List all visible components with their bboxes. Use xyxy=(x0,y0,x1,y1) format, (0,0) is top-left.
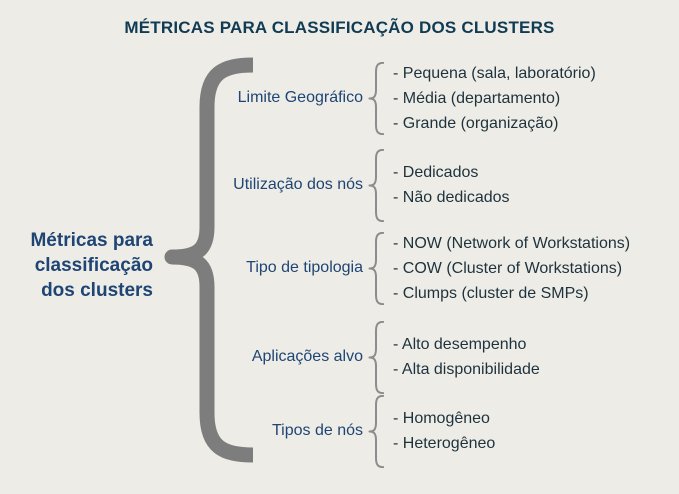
category-row-aplicacoes-alvo: Aplicações alvo - Alto desempenho - Alta… xyxy=(200,318,670,396)
item-text: - Não dedicados xyxy=(393,189,510,206)
item-text: - Alta disponibilidade xyxy=(393,361,540,378)
category-label: Tipo de tipologia xyxy=(246,259,363,276)
category-items: - NOW (Network of Workstations) - COW (C… xyxy=(393,231,630,306)
category-row-utilizacao-dos-nos: Utilização dos nós - Dedicados - Não ded… xyxy=(200,146,670,224)
item-text: - COW (Cluster of Workstations) xyxy=(393,259,623,277)
small-left-curly-brace-icon xyxy=(368,321,388,394)
category-items: - Alto desempenho - Alta disponibilidade xyxy=(393,332,540,382)
item-text: - Grande (organização) xyxy=(393,114,559,132)
big-left-curly-brace-icon xyxy=(164,57,254,463)
root-node-label: Métricas para classificação dos clusters xyxy=(0,228,153,303)
small-left-curly-brace-icon xyxy=(368,62,388,135)
diagram-title: MÉTRICAS PARA CLASSIFICAÇÃO DOS CLUSTERS xyxy=(124,18,555,37)
category-items: - Homogêneo - Heterogêneo xyxy=(393,406,495,456)
item-text: - Homogêneo xyxy=(393,410,490,427)
root-label-line-1: Métricas para xyxy=(30,230,153,251)
item-text: - NOW (Network of Workstations) xyxy=(393,234,631,252)
item-text: - Pequena (sala, laboratório) xyxy=(393,64,596,82)
category-items: - Dedicados - Não dedicados xyxy=(393,160,510,210)
category-label: Utilização dos nós xyxy=(233,176,363,193)
item-text: - Alto desempenho xyxy=(393,336,527,353)
category-row-limite-geografico: Limite Geográfico - Pequena (sala, labor… xyxy=(200,56,670,140)
category-label: Aplicações alvo xyxy=(251,348,363,365)
small-left-curly-brace-icon xyxy=(368,232,388,305)
item-text: - Dedicados xyxy=(393,164,479,181)
item-text: - Clumps (cluster de SMPs) xyxy=(393,284,589,302)
category-row-tipos-de-nos: Tipos de nós - Homogêneo - Heterogêneo xyxy=(200,392,670,470)
category-items: - Pequena (sala, laboratório) - Média (d… xyxy=(393,61,596,136)
root-label-line-3: dos clusters xyxy=(41,280,153,301)
category-row-tipo-de-tipologia: Tipo de tipologia - NOW (Network of Work… xyxy=(200,228,670,308)
small-left-curly-brace-icon xyxy=(368,395,388,468)
item-text: - Heterogêneo xyxy=(393,435,496,452)
root-label-line-2: classificação xyxy=(34,255,153,276)
category-label: Limite Geográfico xyxy=(237,89,363,106)
small-left-curly-brace-icon xyxy=(368,149,388,222)
category-label: Tipos de nós xyxy=(271,422,363,439)
item-text: - Média (departamento) xyxy=(393,89,561,107)
